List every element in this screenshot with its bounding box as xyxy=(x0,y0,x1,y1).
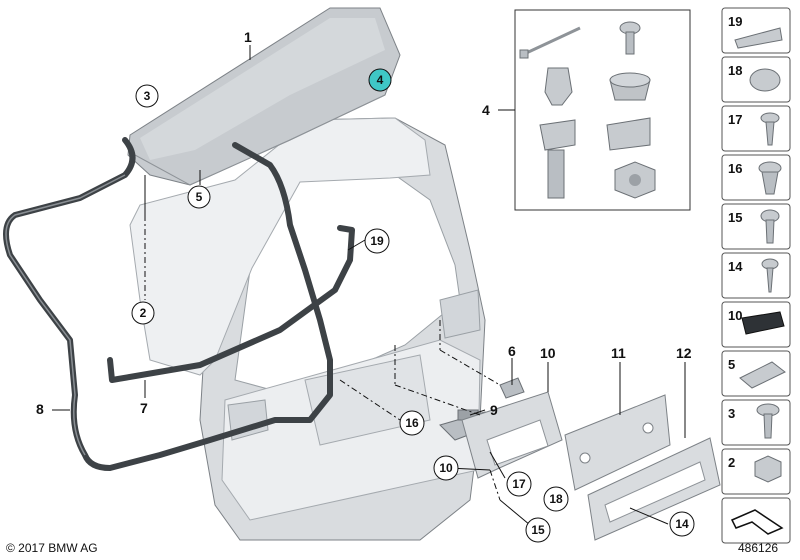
callout-7: 7 xyxy=(140,400,148,416)
callout-4: 4 xyxy=(482,102,490,118)
window-seal xyxy=(107,225,355,383)
svg-text:19: 19 xyxy=(728,14,742,29)
callout-6: 6 xyxy=(508,343,516,359)
side-tile-3: 3 xyxy=(721,399,791,446)
svg-text:15: 15 xyxy=(728,210,742,225)
callout-18: 18 xyxy=(543,486,569,512)
svg-text:17: 17 xyxy=(728,112,742,127)
callout-4-highlight: 4 xyxy=(368,68,392,92)
callout-16: 16 xyxy=(399,410,425,436)
svg-text:5: 5 xyxy=(196,190,203,204)
side-tile-2: 2 xyxy=(721,448,791,495)
side-tile-17: 17 xyxy=(721,105,791,152)
svg-text:5: 5 xyxy=(728,357,735,372)
svg-text:2: 2 xyxy=(728,455,735,470)
svg-text:16: 16 xyxy=(728,161,742,176)
callout-15: 15 xyxy=(525,517,551,543)
svg-text:16: 16 xyxy=(405,416,419,430)
callout-9: 9 xyxy=(490,402,498,418)
roof-spoiler xyxy=(127,7,401,186)
callout-19: 19 xyxy=(364,228,390,254)
callout-12: 11 xyxy=(611,345,626,361)
svg-text:19: 19 xyxy=(370,234,384,248)
side-tile-18: 18 xyxy=(721,56,791,103)
svg-text:17: 17 xyxy=(512,477,526,491)
copyright-text: © 2017 BMW AG xyxy=(6,541,98,555)
callout-1: 1 xyxy=(244,29,252,45)
callout-11: 10 xyxy=(540,345,556,361)
svg-text:15: 15 xyxy=(531,523,545,537)
side-tile-10: 10 xyxy=(721,301,791,348)
svg-text:3: 3 xyxy=(728,406,735,421)
callout-13: 12 xyxy=(676,345,692,361)
callout-3: 3 xyxy=(135,84,159,108)
svg-text:14: 14 xyxy=(675,517,689,531)
side-tile-14: 14 xyxy=(721,252,791,299)
side-tiles: 19 18 17 16 15 14 xyxy=(721,7,791,544)
diagram-number: 486126 xyxy=(738,541,778,555)
svg-text:18: 18 xyxy=(728,63,742,78)
fastener-kit-box xyxy=(514,9,691,211)
svg-text:18: 18 xyxy=(549,492,563,506)
side-tile-16: 16 xyxy=(721,154,791,201)
side-tile-19: 19 xyxy=(721,7,791,54)
callout-10: 10 xyxy=(433,455,459,481)
svg-text:4: 4 xyxy=(377,73,384,87)
callout-8: 8 xyxy=(36,401,44,417)
callout-2: 2 xyxy=(131,301,155,325)
side-tile-5: 5 xyxy=(721,350,791,397)
orientation-arrow-icon xyxy=(730,509,784,535)
svg-text:3: 3 xyxy=(144,89,151,103)
leader-lines xyxy=(52,45,686,526)
callout-5: 5 xyxy=(187,185,211,209)
callout-14: 14 xyxy=(669,511,695,537)
callouts: 1 3 4 4 5 19 2 6 10 11 12 7 8 9 xyxy=(36,29,695,543)
side-tile-15: 15 xyxy=(721,203,791,250)
svg-text:2: 2 xyxy=(140,306,147,320)
plate-bracket-11 xyxy=(461,391,563,479)
plate-frame-13 xyxy=(587,437,721,541)
side-tile-arrow xyxy=(721,497,791,544)
svg-text:14: 14 xyxy=(728,259,743,274)
door-seal xyxy=(3,137,333,471)
plate-carrier-12 xyxy=(564,394,671,491)
svg-text:10: 10 xyxy=(728,308,742,323)
svg-text:10: 10 xyxy=(439,461,453,475)
callout-17: 17 xyxy=(506,471,532,497)
